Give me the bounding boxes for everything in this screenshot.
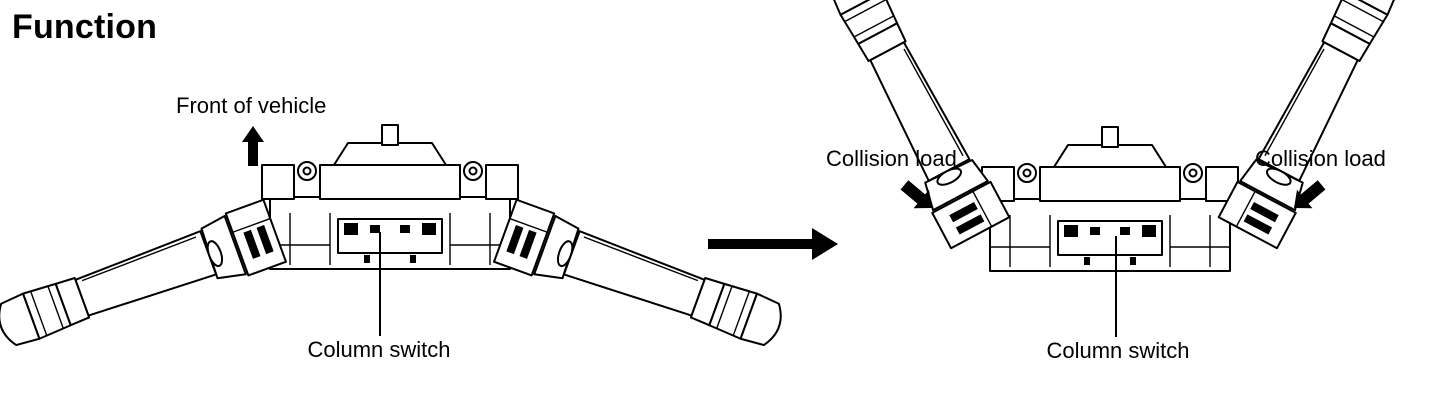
collision-load-label-right: Collision load bbox=[1255, 146, 1386, 171]
column-switch-before bbox=[0, 124, 791, 362]
up-arrow-icon bbox=[242, 126, 264, 166]
page-title: Function bbox=[12, 8, 158, 46]
collision-load-label-left: Collision load bbox=[826, 146, 957, 171]
diagonal-arrow-icon bbox=[1294, 180, 1326, 209]
column-switch-label-after: Column switch bbox=[1046, 338, 1189, 363]
front-of-vehicle-label: Front of vehicle bbox=[176, 93, 326, 118]
diagonal-arrow-icon bbox=[900, 180, 932, 209]
column-switch-after bbox=[813, 0, 1415, 272]
right-arrow-icon bbox=[708, 228, 838, 260]
column-switch-label-before: Column switch bbox=[307, 337, 450, 362]
